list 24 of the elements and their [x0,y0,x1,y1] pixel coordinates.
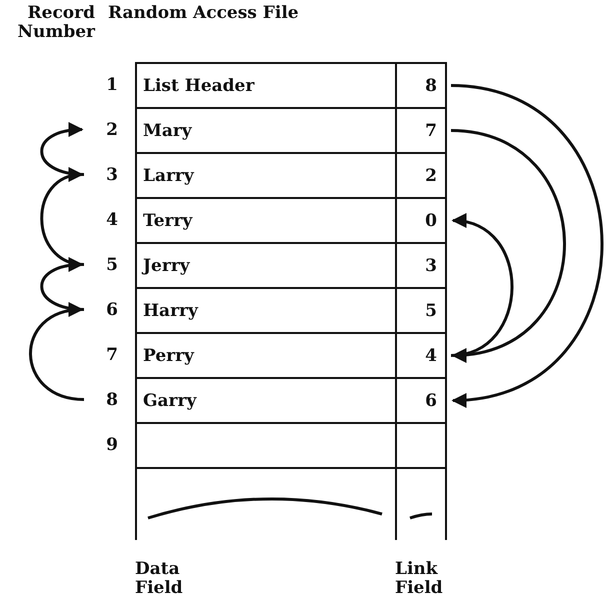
curved-arrow [450,84,604,406]
column-caption: Data Field [135,560,184,598]
curved-arrow [450,129,566,362]
record-number: 9 [88,422,118,467]
column-caption: Link Field [395,560,444,598]
curved-arrow [40,122,84,176]
link-field-cell: 8 [395,62,447,109]
curved-arrow [40,168,84,266]
column-heading: Random Access File [108,4,300,23]
record-number: 1 [88,62,118,107]
record-number: 3 [88,152,118,197]
curved-arrow [29,304,84,401]
curved-arrow [40,258,84,311]
record-number: 7 [88,332,118,377]
record-number: 2 [88,107,118,152]
record-number: 6 [88,287,118,332]
record-number: 4 [88,197,118,242]
column-heading: Record Number [16,4,95,42]
record-number: 8 [88,377,118,422]
record-number: 5 [88,242,118,287]
data-field-cell [135,422,397,469]
curved-arrow [450,215,514,357]
link-field-cell [395,422,447,469]
data-field-cell: List Header [135,62,397,109]
